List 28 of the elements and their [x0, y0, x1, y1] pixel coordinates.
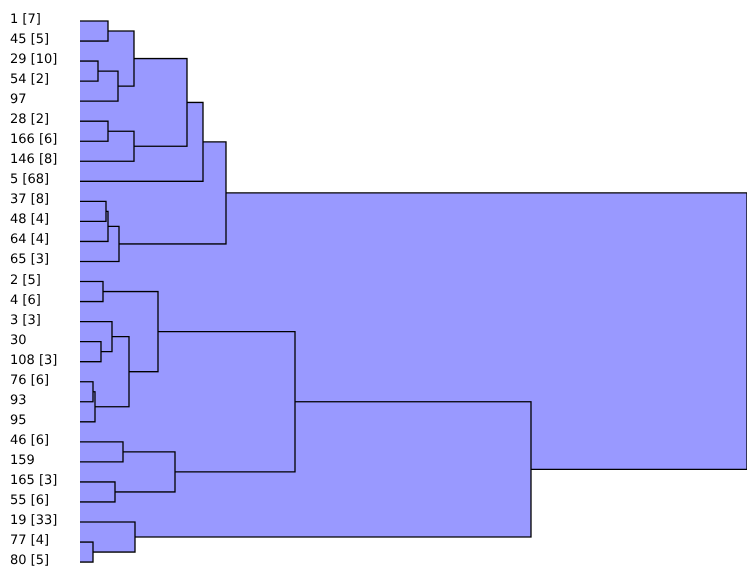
leaf-label: 37 [8]: [10, 192, 50, 208]
leaf-label: 159: [10, 452, 35, 469]
leaf-label: 146 [8]: [10, 152, 58, 168]
leaf-label: 46 [6]: [10, 432, 50, 449]
leaf-label: 64 [4]: [10, 232, 50, 248]
leaf-label: 45 [5]: [10, 32, 50, 48]
leaf-label: 1 [7]: [10, 12, 41, 28]
leaf-label: 97: [10, 92, 27, 108]
leaf-label: 48 [4]: [10, 212, 50, 228]
leaf-label: 19 [33]: [10, 513, 58, 529]
leaf-label: 55 [6]: [10, 492, 50, 509]
leaf-label: 29 [10]: [10, 52, 58, 68]
leaf-label: 5 [68]: [10, 172, 50, 188]
leaf-label: 77 [4]: [10, 533, 50, 550]
leaf-label: 65 [3]: [10, 252, 50, 268]
leaf-label: 2 [5]: [10, 272, 41, 289]
leaf-label: 166 [6]: [10, 132, 58, 148]
leaf-label: 54 [2]: [10, 72, 50, 88]
leaf-label: 108 [3]: [10, 352, 58, 369]
leaf-label: 93: [10, 392, 27, 409]
leaf-label: 76 [6]: [10, 372, 50, 389]
leaf-label: 30: [10, 332, 27, 349]
leaf-label: 28 [2]: [10, 112, 50, 128]
leaf-label: 4 [6]: [10, 292, 41, 309]
leaf-label: 3 [3]: [10, 312, 41, 329]
leaf-label: 95: [10, 412, 27, 429]
leaf-label: 165 [3]: [10, 472, 58, 489]
leaf-label: 80 [5]: [10, 553, 50, 570]
